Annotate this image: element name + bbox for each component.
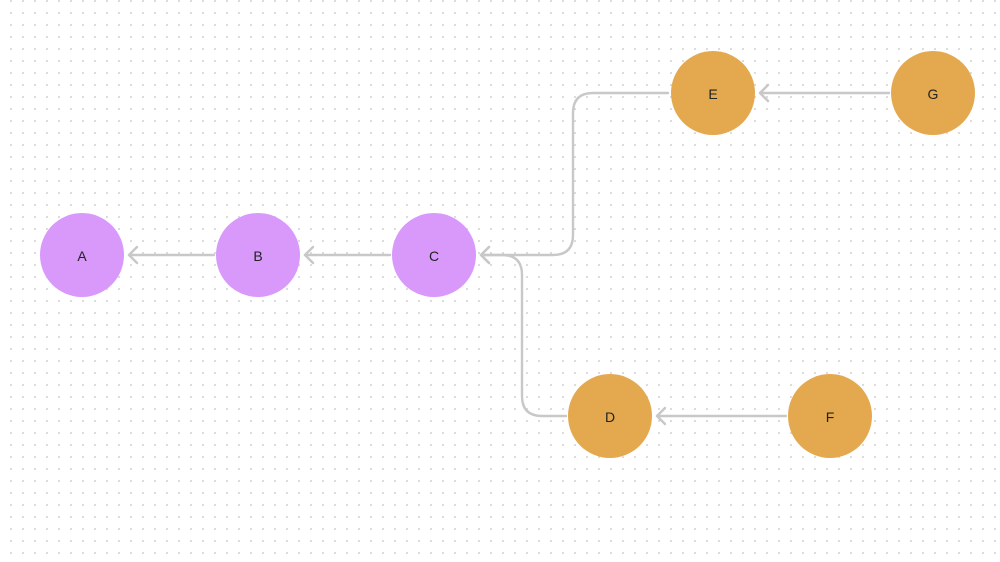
arrowhead-icon	[303, 245, 315, 265]
node-circle[interactable]	[40, 213, 124, 297]
node-label: A	[77, 248, 87, 264]
edge-e-to-c	[479, 91, 670, 265]
node-circle[interactable]	[216, 213, 300, 297]
node-g[interactable]: G	[891, 51, 975, 135]
node-e[interactable]: E	[671, 51, 755, 135]
node-c[interactable]: C	[392, 213, 476, 297]
edge-line	[479, 91, 670, 257]
node-circle[interactable]	[891, 51, 975, 135]
node-d[interactable]: D	[568, 374, 652, 458]
arrowhead-icon	[479, 245, 491, 265]
edge-c-to-b	[303, 245, 392, 265]
node-label: B	[253, 248, 262, 264]
node-label: C	[429, 248, 439, 264]
edge-b-to-a	[127, 245, 216, 265]
node-f[interactable]: F	[788, 374, 872, 458]
arrowhead-icon	[758, 83, 770, 103]
node-label: D	[605, 409, 615, 425]
arrowhead-icon	[127, 245, 139, 265]
node-label: G	[928, 86, 939, 102]
node-circle[interactable]	[671, 51, 755, 135]
node-label: F	[826, 409, 835, 425]
edges-layer	[127, 83, 891, 426]
arrowhead-icon	[655, 406, 667, 426]
node-circle[interactable]	[568, 374, 652, 458]
node-circle[interactable]	[788, 374, 872, 458]
node-a[interactable]: A	[40, 213, 124, 297]
edge-g-to-e	[758, 83, 891, 103]
edge-line	[479, 253, 568, 418]
node-circle[interactable]	[392, 213, 476, 297]
edge-f-to-d	[655, 406, 788, 426]
nodes-layer: A B C D E F G	[40, 51, 975, 458]
node-label: E	[708, 86, 717, 102]
node-b[interactable]: B	[216, 213, 300, 297]
edge-d-to-c	[479, 245, 568, 418]
